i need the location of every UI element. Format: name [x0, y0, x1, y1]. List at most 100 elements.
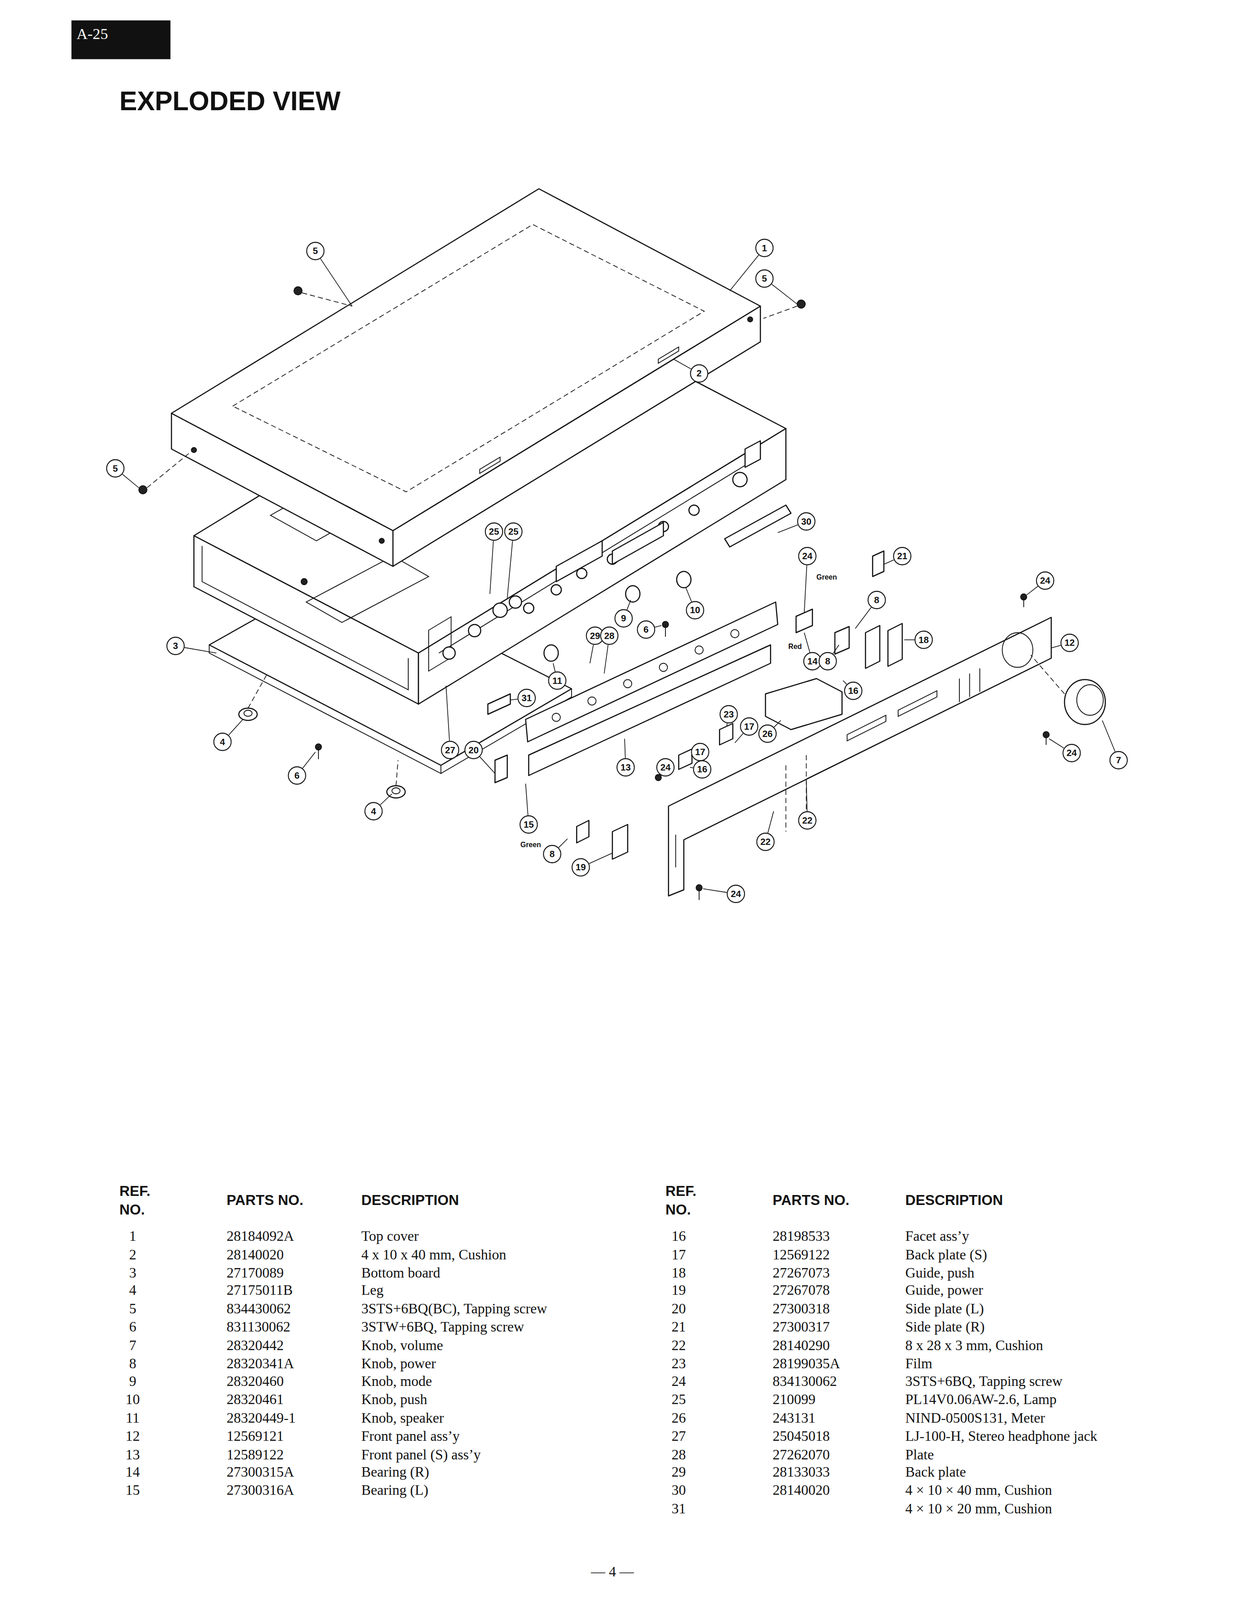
- leader-line: [445, 685, 450, 742]
- ref-number: 1: [112, 1227, 154, 1246]
- screws-part: [655, 774, 662, 782]
- front-subassembly-part: [694, 645, 704, 655]
- leader-line: [507, 541, 513, 599]
- chassis-part: [428, 616, 452, 672]
- front-subassembly-part: [765, 678, 843, 730]
- callout-number: 8: [816, 655, 840, 668]
- callout-number: 10: [684, 604, 707, 617]
- part-description: Film: [905, 1354, 933, 1373]
- callout-number: 6: [285, 769, 309, 783]
- screws-part: [1023, 596, 1025, 608]
- leader-line: [589, 853, 613, 864]
- ref-number: 29: [658, 1463, 700, 1482]
- chassis-part: [468, 624, 481, 637]
- callout-number: 13: [614, 761, 638, 774]
- front-panel-part: [785, 765, 787, 832]
- callout-number: 25: [482, 525, 506, 538]
- ref-number: 24: [658, 1373, 700, 1391]
- chassis-part: [509, 596, 522, 609]
- ref-number: 7: [112, 1336, 154, 1355]
- ref-number: 28: [658, 1445, 700, 1463]
- leader-line: [690, 755, 692, 757]
- part-description: 3STS+6BQ, Tapping screw: [905, 1373, 1063, 1391]
- leader-line: [773, 720, 781, 728]
- front-subassembly-part: [543, 645, 559, 662]
- top-cover-part: [747, 317, 753, 323]
- table-header: PARTS NO.: [226, 1191, 304, 1210]
- ref-number: 19: [658, 1282, 700, 1300]
- screws-part: [796, 300, 806, 309]
- leader-line: [184, 647, 217, 654]
- leader-line: [904, 639, 915, 641]
- front-subassembly-part: [494, 755, 508, 783]
- front-subassembly-part: [576, 820, 589, 844]
- front-subassembly-part: [719, 723, 733, 745]
- front-panel-part: [847, 715, 887, 741]
- legs-part: [396, 760, 399, 786]
- leader-line: [804, 565, 807, 613]
- front-subassembly-part: [623, 679, 632, 689]
- ref-number: 20: [658, 1300, 700, 1318]
- front-subassembly-part: [730, 629, 739, 638]
- table-header: DESCRIPTION: [361, 1191, 460, 1210]
- screws: [138, 286, 1050, 900]
- front-panel-part: [958, 678, 960, 703]
- callout-number: 31: [515, 692, 538, 705]
- front-subassembly-part: [865, 625, 881, 669]
- front-panel-part: [979, 668, 981, 693]
- leader-line: [659, 775, 661, 777]
- part-description: Back plate: [905, 1463, 967, 1482]
- part-description: Side plate (L): [905, 1300, 984, 1318]
- part-number: 27300318: [772, 1300, 830, 1318]
- front-subassembly-part: [796, 609, 813, 633]
- part-description: Bearing (L): [361, 1481, 429, 1500]
- callout-number: 5: [304, 244, 328, 258]
- table-header: PARTS NO.: [772, 1191, 850, 1210]
- part-description: Side plate (R): [905, 1318, 985, 1336]
- part-description: 3STS+6BQ(BC), Tapping screw: [361, 1300, 548, 1318]
- ref-number: 15: [112, 1481, 154, 1500]
- part-number: 28140020: [226, 1246, 284, 1264]
- ref-number: 12: [112, 1427, 154, 1445]
- leader-line: [806, 780, 808, 812]
- part-number: 25045018: [772, 1427, 830, 1445]
- part-number: 28140020: [772, 1481, 830, 1500]
- leader-line: [590, 645, 594, 664]
- callout-number: 28: [598, 629, 621, 642]
- screws-part: [301, 578, 308, 586]
- top-cover-part: [191, 447, 197, 453]
- part-description: Knob, power: [361, 1354, 436, 1373]
- front-subassembly-part: [872, 551, 885, 577]
- part-number: 27267078: [772, 1282, 830, 1300]
- ref-number: 5: [112, 1300, 154, 1318]
- part-number: 27300316A: [226, 1481, 295, 1500]
- callout-number: 17: [738, 720, 761, 734]
- ref-number: 11: [112, 1409, 154, 1427]
- front-panel-part: [898, 690, 938, 717]
- chassis-part: [733, 472, 748, 488]
- callout-number: 15: [517, 818, 541, 832]
- ref-number: 23: [658, 1354, 700, 1373]
- legs-part: [391, 787, 401, 795]
- callout-number: 17: [689, 746, 712, 759]
- leader-line: [479, 757, 496, 774]
- leader-line: [320, 258, 353, 307]
- ref-number: 8: [112, 1354, 154, 1373]
- ref-number: 18: [658, 1264, 700, 1282]
- top-cover-part: [658, 347, 679, 364]
- front-subassembly-part: [612, 824, 628, 860]
- screws-part: [1045, 734, 1047, 746]
- leader-line: [832, 645, 839, 654]
- callout-number: 18: [912, 633, 936, 646]
- leader-line: [1026, 586, 1039, 596]
- top-cover-part: [232, 224, 705, 493]
- part-number: 28140290: [772, 1336, 830, 1355]
- leader-line: [703, 889, 727, 893]
- part-number: 243131: [772, 1409, 816, 1427]
- ref-number: 17: [658, 1246, 700, 1264]
- part-description: 3STW+6BQ, Tapping screw: [361, 1318, 525, 1336]
- chassis-part: [724, 505, 792, 548]
- part-number: 28320449-1: [226, 1409, 296, 1427]
- part-number: 834130062: [772, 1373, 837, 1391]
- front-panel: [668, 617, 1106, 896]
